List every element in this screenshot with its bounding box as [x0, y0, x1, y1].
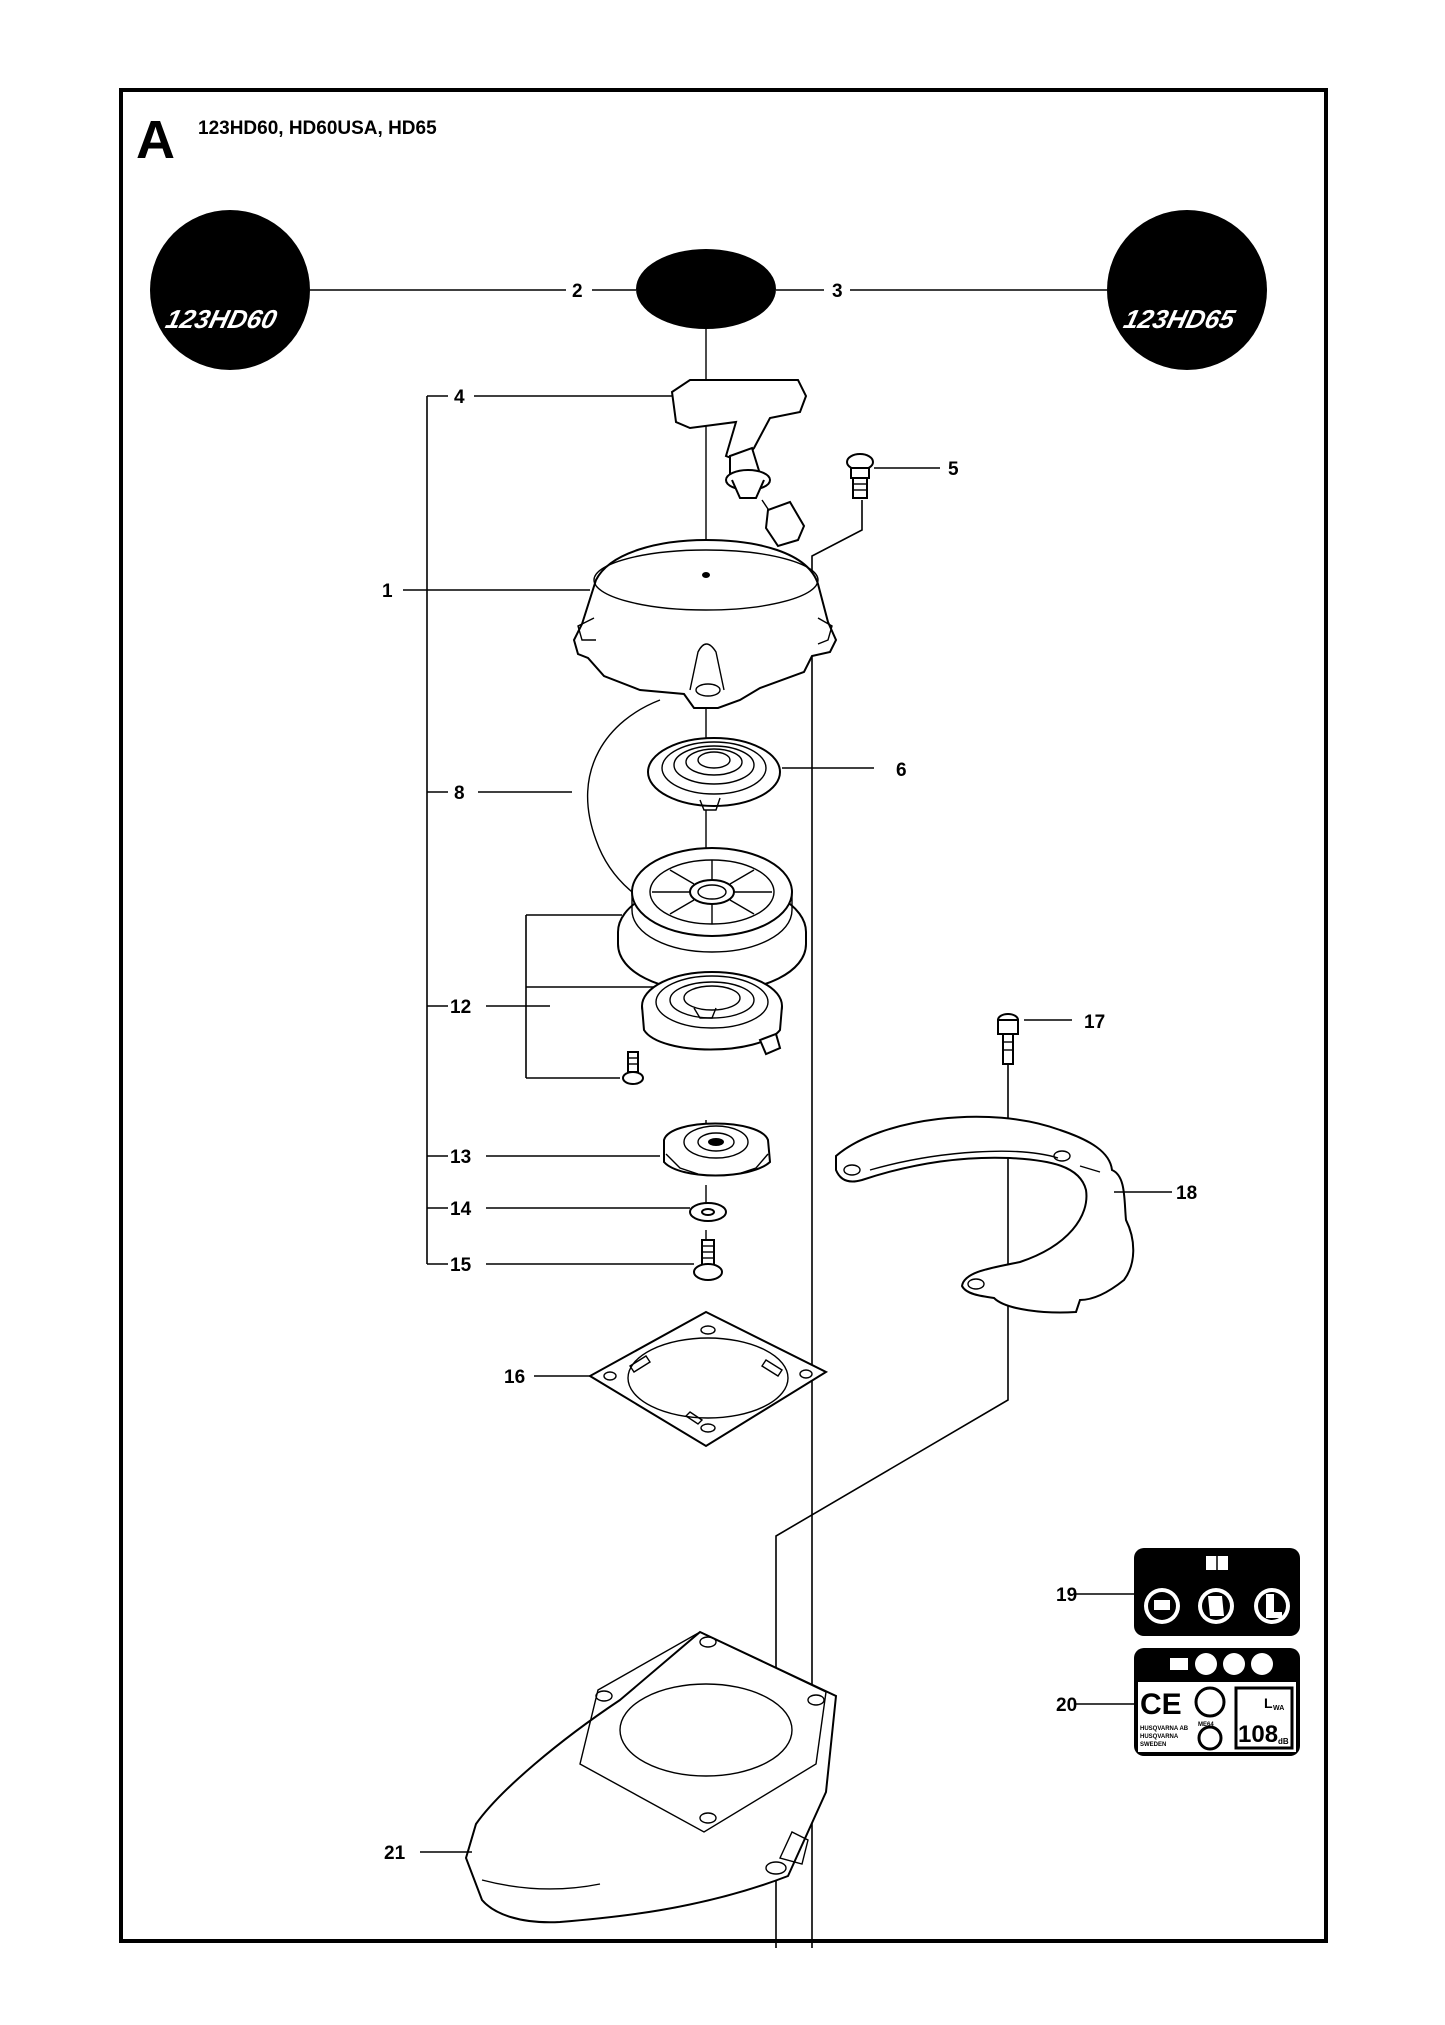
starter-handle [670, 379, 808, 548]
callout-12: 12 [450, 997, 471, 1018]
arc-bracket-18 [835, 1115, 1135, 1314]
noise-value: 108 [1238, 1721, 1278, 1748]
warning-label-19 [1134, 1548, 1300, 1636]
rewind-spring-6 [647, 737, 781, 811]
center-screw-15 [693, 1239, 723, 1281]
callout-16: 16 [504, 1367, 525, 1388]
noise-unit: L [1264, 1695, 1273, 1711]
callout-3: 3 [832, 281, 843, 302]
decal-left: 123HD60 [150, 210, 310, 370]
rope-pulley [617, 847, 807, 994]
callout-2: 2 [572, 281, 583, 302]
noise-db: dB [1278, 1737, 1289, 1746]
decal-center [636, 249, 776, 329]
decal-left-text: 123HD60 [163, 304, 280, 334]
screw-12 [622, 1051, 644, 1085]
washer-14 [689, 1202, 727, 1222]
callout-1: 1 [382, 581, 393, 602]
diagram-frame [119, 88, 1328, 1943]
callout-4: 4 [454, 387, 465, 408]
approval-mark: ME64 [1198, 1722, 1214, 1728]
decal-right: 123HD65 [1107, 210, 1267, 370]
noise-unit-sub: WA [1273, 1705, 1284, 1712]
section-letter: A [136, 110, 175, 170]
starter-housing [572, 538, 838, 709]
callout-8: 8 [454, 783, 465, 804]
label-small-line-1: HUSQVARNA AB [1140, 1726, 1189, 1732]
callout-14: 14 [450, 1199, 472, 1220]
callout-21: 21 [384, 1843, 406, 1864]
spring-cassette [641, 971, 783, 1056]
pawl-carrier-13 [663, 1122, 772, 1177]
callout-5: 5 [948, 459, 959, 480]
callout-6: 6 [896, 760, 907, 781]
ce-mark: CE [1140, 1688, 1182, 1721]
rating-label-20: CE ME64 L WA 108 dB HUSQVARNA AB HUSQVAR… [1134, 1648, 1300, 1756]
screw-5 [846, 453, 874, 499]
decal-right-text: 123HD65 [1121, 304, 1238, 334]
gasket-16 [588, 1310, 829, 1448]
callout-13: 13 [450, 1147, 471, 1168]
callout-20: 20 [1056, 1695, 1077, 1716]
fan-cover-21 [464, 1630, 838, 1924]
callout-17: 17 [1084, 1012, 1105, 1033]
label-small-line-2: HUSQVARNA [1140, 1734, 1179, 1740]
model-list: 123HD60, HD60USA, HD65 [198, 118, 437, 139]
screw-17 [997, 1013, 1019, 1065]
callout-15: 15 [450, 1255, 472, 1276]
callout-19: 19 [1056, 1585, 1077, 1606]
label-small-line-3: SWEDEN [1140, 1742, 1166, 1748]
callout-18: 18 [1176, 1183, 1197, 1204]
